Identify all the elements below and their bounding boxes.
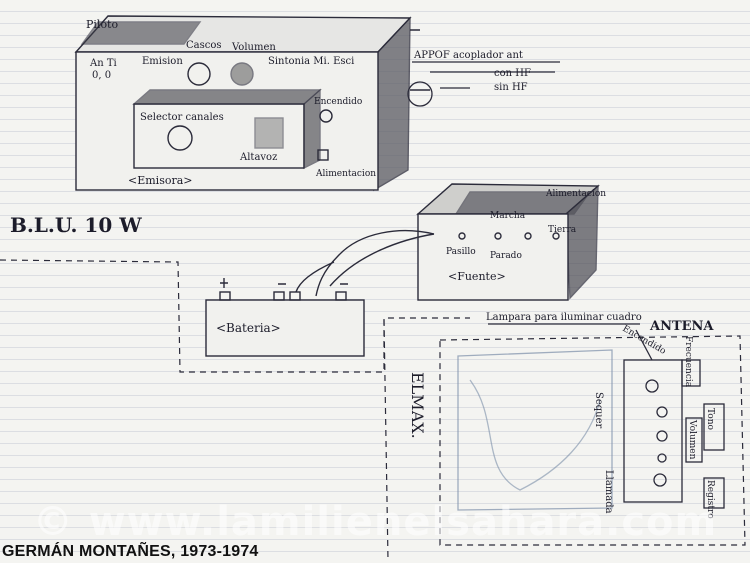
encendido-label: Encendido xyxy=(314,97,362,107)
alimentacion-emisora-label: Alimentacion xyxy=(315,169,376,179)
bateria-label: <Bateria> xyxy=(216,321,281,335)
elmax-label: ELMAX. xyxy=(408,372,427,439)
volumen-label: Volumen xyxy=(231,42,276,53)
antena-switch-drawing xyxy=(407,61,560,107)
antena-values-label: 0, 0 xyxy=(92,70,111,81)
antena-notes-line1: con HF xyxy=(494,68,531,79)
pilot-label: Piloto xyxy=(86,18,118,31)
emision-label: Emision xyxy=(142,56,183,67)
fuente-drawing xyxy=(315,183,600,301)
photo-caption: GERMÁN MONTAÑES, 1973-1974 xyxy=(2,543,259,560)
cascos-label: Cascos xyxy=(186,40,222,51)
sintonia-label: Sintonia Mi. Esci xyxy=(268,56,354,67)
antena-tono-label: Tono xyxy=(705,408,715,430)
bateria-drawing xyxy=(205,261,365,357)
selector-canales-label: Selector canales xyxy=(140,112,224,123)
antena-sequer-label: Sequer xyxy=(593,392,604,429)
antena-notes-title: APPOF acoplador ant xyxy=(413,50,523,61)
tierra-label: Tierra xyxy=(548,225,577,235)
emisora-drawing xyxy=(74,15,430,192)
watermark: © www.lamilienelsahara.com xyxy=(32,499,718,545)
emisora-label: <Emisora> xyxy=(128,174,193,187)
alimentacion-fuente-label: Alimentacion xyxy=(545,189,606,199)
altavoz-label: Altavoz xyxy=(239,152,277,163)
antena-panel-title: ANTENA xyxy=(649,319,714,334)
antena-panel-drawing xyxy=(457,323,725,511)
parado-label: Parado xyxy=(490,251,522,261)
antena-panel-note: Lampara para iluminar cuadro xyxy=(486,312,642,323)
antena-llamada-label: Llamada xyxy=(603,470,614,514)
antena-frecuencia-label: Frecuencia xyxy=(683,336,693,388)
antena-notes-line2: sin HF xyxy=(494,82,528,93)
fuente-label: <Fuente> xyxy=(448,270,506,283)
antena-title-label: An Ti xyxy=(89,58,117,69)
antena-registro-label: Registro xyxy=(705,480,715,519)
blu-power-label: B.L.U. 10 W xyxy=(10,213,142,237)
pasillo-label: Pasillo xyxy=(446,247,476,257)
marcha-label: Marcha xyxy=(490,211,526,221)
antena-volumen-label: Volumen xyxy=(687,419,697,460)
